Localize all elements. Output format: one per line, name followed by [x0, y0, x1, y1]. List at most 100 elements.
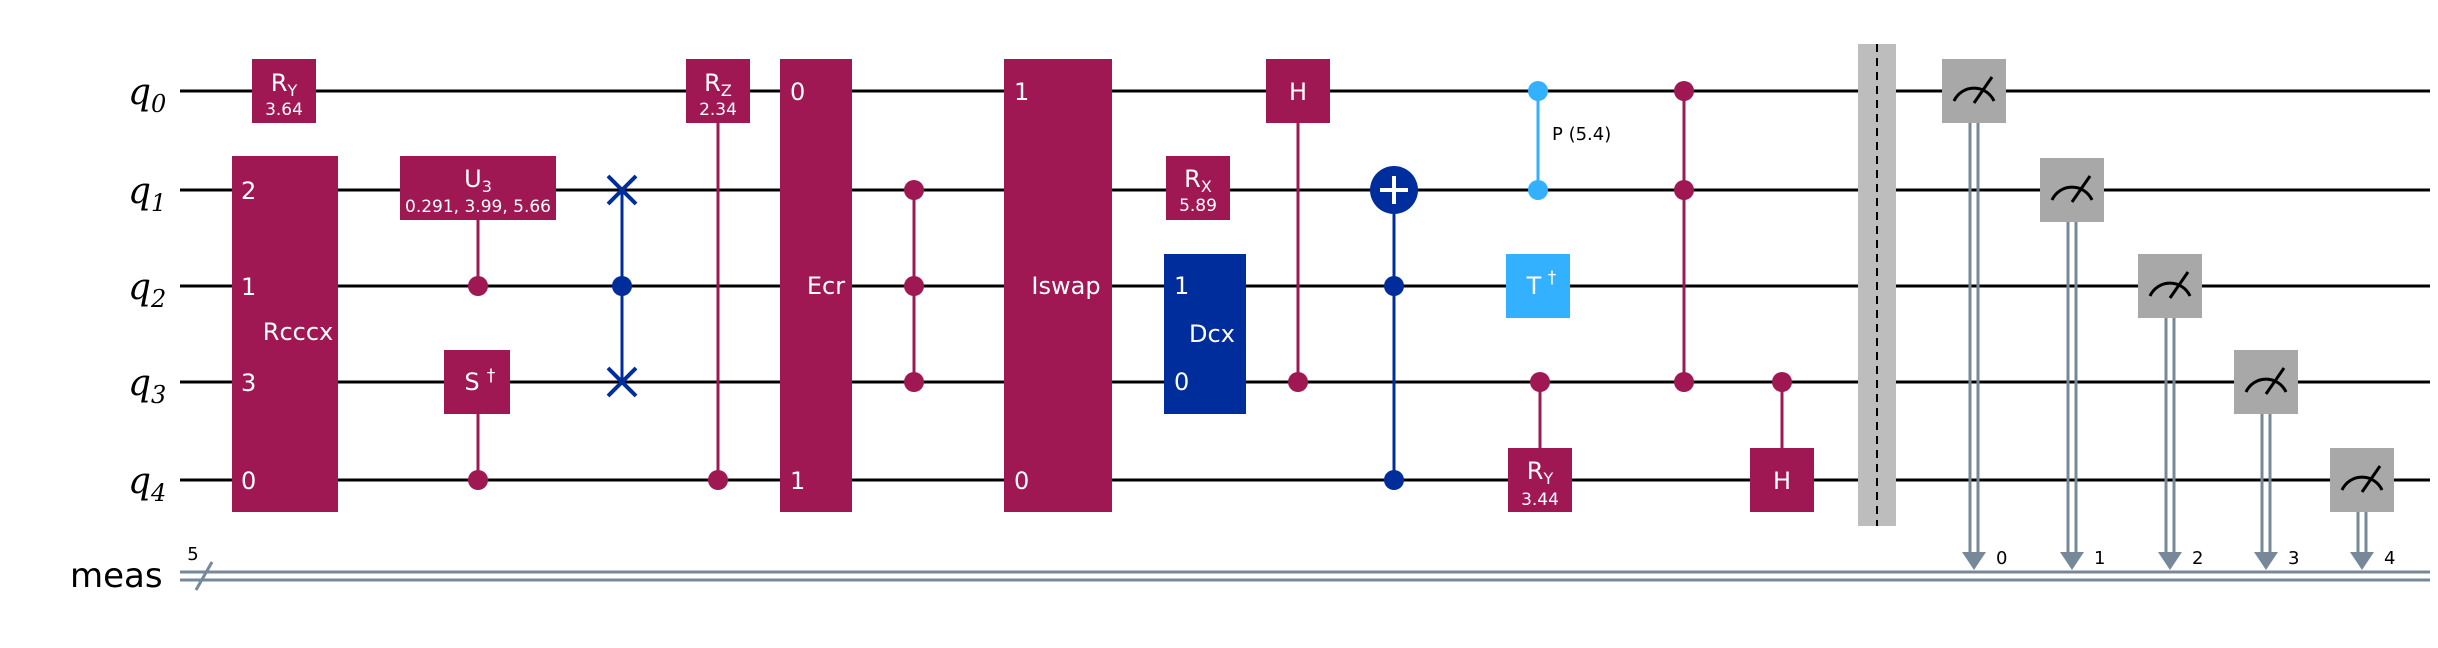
measure-arrow — [2158, 552, 2182, 570]
svg-text:Iswap: Iswap — [1031, 272, 1100, 300]
iswap-gate: 1 0 Iswap — [1004, 59, 1112, 512]
control-dot — [612, 276, 632, 296]
label-meas: meas — [70, 556, 163, 596]
measure-bit-index: 2 — [2192, 548, 2203, 569]
svg-text:0: 0 — [1174, 368, 1189, 396]
meter-icon — [1952, 86, 1996, 102]
control-dot — [1288, 372, 1308, 392]
svg-text:Rcccx: Rcccx — [263, 318, 333, 346]
label-q4: q4 — [128, 461, 166, 507]
svg-text:2: 2 — [241, 177, 256, 205]
svg-text:T: T — [1526, 272, 1542, 300]
ecr-gate: 0 1 Ecr — [780, 59, 852, 512]
svg-text:†: † — [487, 366, 496, 386]
wire-labels: q0 q1 q2 q3 q4 meas — [70, 72, 166, 596]
measure-gate-q3: 3 — [2234, 350, 2299, 570]
rcccx-gate: 2 1 3 0 Rcccx — [232, 156, 338, 512]
svg-text:RY: RY — [1527, 457, 1554, 488]
svg-text:†: † — [1548, 268, 1557, 288]
controlled-rz-gate: RZ 2.34 — [686, 59, 750, 490]
control-dot — [1674, 81, 1694, 101]
label-q1: q1 — [128, 171, 166, 217]
svg-text:3: 3 — [241, 369, 256, 397]
classical-bus-slash — [194, 561, 214, 591]
svg-text:RZ: RZ — [704, 69, 732, 100]
svg-text:Dcx: Dcx — [1189, 320, 1235, 348]
phase-label: P (5.4) — [1552, 124, 1611, 145]
meter-icon — [2148, 281, 2192, 297]
classical-register: 5 — [180, 544, 2430, 591]
measure-arrow — [2350, 552, 2374, 570]
label-q0: q0 — [128, 72, 166, 118]
svg-text:3.44: 3.44 — [1521, 490, 1559, 510]
svg-text:0: 0 — [241, 467, 256, 495]
meter-icon — [2244, 377, 2288, 393]
svg-text:1: 1 — [1014, 78, 1029, 106]
measure-bit-index: 0 — [1996, 548, 2007, 569]
svg-text:0.291, 3.99, 5.66: 0.291, 3.99, 5.66 — [405, 197, 551, 217]
svg-text:0: 0 — [1014, 467, 1029, 495]
controlled-h-gate-2: H — [1750, 372, 1814, 512]
measure-bit-index: 4 — [2384, 548, 2395, 569]
label-q2: q2 — [128, 267, 166, 313]
svg-text:H: H — [1773, 467, 1791, 495]
control-dot — [468, 276, 488, 296]
control-dot — [1674, 372, 1694, 392]
svg-text:S: S — [464, 368, 479, 396]
controlled-sdg-gate: S † — [444, 350, 510, 490]
meter-icon — [2050, 185, 2094, 201]
ccz-gate — [904, 180, 924, 392]
svg-text:U3: U3 — [464, 165, 492, 196]
svg-text:RY: RY — [271, 69, 298, 100]
label-q3: q3 — [128, 363, 166, 409]
control-dot — [1384, 470, 1404, 490]
measure-gate-q0: 0 — [1942, 59, 2007, 570]
svg-text:5.89: 5.89 — [1179, 196, 1217, 216]
measurements: 0 1 2 3 4 — [1942, 59, 2395, 570]
svg-text:3.64: 3.64 — [265, 100, 303, 120]
svg-text:RX: RX — [1184, 165, 1212, 196]
measure-gate-q2: 2 — [2138, 254, 2203, 570]
qubit-wires — [180, 89, 2430, 482]
measure-arrow — [2060, 552, 2084, 570]
svg-text:1: 1 — [241, 273, 256, 301]
classical-bus-size: 5 — [187, 544, 198, 565]
svg-text:0: 0 — [790, 78, 805, 106]
svg-text:2.34: 2.34 — [699, 100, 737, 120]
measure-gate-q1: 1 — [2040, 158, 2105, 570]
control-dot — [1772, 372, 1792, 392]
toffoli-gate — [1370, 166, 1418, 490]
meter-icon — [2340, 475, 2384, 491]
control-dot — [1674, 180, 1694, 200]
control-dot — [904, 180, 924, 200]
svg-text:H: H — [1289, 78, 1307, 106]
ry-gate-q0: RY 3.64 — [252, 59, 316, 123]
controlled-u3-gate: U3 0.291, 3.99, 5.66 — [400, 156, 556, 296]
cswap-gate — [606, 174, 638, 398]
control-dot — [1384, 276, 1404, 296]
control-dot — [1528, 81, 1548, 101]
measure-bit-index: 3 — [2288, 548, 2299, 569]
dcx-gate: 1 0 Dcx — [1164, 254, 1246, 414]
control-dot — [1528, 180, 1548, 200]
measure-arrow — [1962, 552, 1986, 570]
control-dot — [468, 470, 488, 490]
svg-text:1: 1 — [790, 467, 805, 495]
mcz-gate — [1674, 81, 1694, 392]
rx-gate-q1: RX 5.89 — [1166, 156, 1230, 220]
control-dot — [904, 276, 924, 296]
svg-text:Ecr: Ecr — [807, 272, 845, 300]
control-dot — [708, 470, 728, 490]
svg-text:1: 1 — [1174, 272, 1189, 300]
controlled-ry-gate: RY 3.44 — [1508, 372, 1572, 512]
measure-gate-q4: 4 — [2330, 448, 2395, 570]
control-dot — [904, 372, 924, 392]
tdg-gate: T † — [1506, 254, 1570, 318]
measure-arrow — [2254, 552, 2278, 570]
measure-bit-index: 1 — [2094, 548, 2105, 569]
controlled-phase-gate: P (5.4) — [1528, 81, 1611, 200]
controlled-h-gate: H — [1266, 59, 1330, 392]
barrier — [1858, 44, 1896, 526]
control-dot — [1530, 372, 1550, 392]
